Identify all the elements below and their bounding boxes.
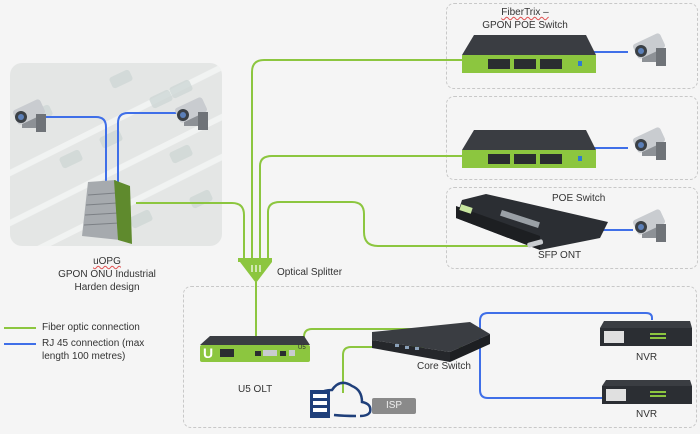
poe-switch-title: POE Switch <box>552 193 606 204</box>
fiber-line-isp-core <box>342 346 462 393</box>
sfp-ont-device <box>527 239 544 248</box>
sfp-ont-label: SFP ONT <box>538 250 582 261</box>
legend-rj45-swatch <box>4 343 36 345</box>
isp-badge: ISP <box>372 398 416 414</box>
legend-fiber-label: Fiber optic connection <box>42 322 140 333</box>
uopg-label-line1: uOPG <box>93 256 121 267</box>
olt-model-text: U5 <box>298 345 306 351</box>
rj45-line-camera-right <box>117 112 190 186</box>
server-icon <box>310 390 330 418</box>
second-switch-group <box>446 96 698 180</box>
onu-green-panel <box>114 180 132 244</box>
legend-rj45-label: RJ 45 connection (max length 100 metres) <box>42 337 144 363</box>
fiber-line-gpon-switch <box>251 59 462 258</box>
fiber-line-sfp-ont <box>267 201 528 258</box>
rj45-line-nvr-top <box>479 312 653 399</box>
core-switch-device <box>372 322 490 362</box>
nvr-bottom-label: NVR <box>636 409 658 420</box>
nvr-top-label: NVR <box>636 352 658 363</box>
optical-splitter-icon <box>238 258 272 283</box>
gpon-poe-switch-title-line2: GPON POE Switch <box>482 20 568 31</box>
olt-badge-text: U <box>203 345 214 361</box>
core-network-group <box>183 286 697 428</box>
second-poe-switch <box>462 130 596 168</box>
legend-rj45-label-line2: length 100 metres) <box>42 351 126 362</box>
fiber-line-onu <box>136 202 245 258</box>
uopg-label-line3: Harden design <box>74 282 140 293</box>
uopg-label: uOPG GPON ONU Industrial Harden design <box>42 255 172 294</box>
nvr-bottom-device <box>602 380 692 404</box>
legend-rj45-label-line1: RJ 45 connection (max <box>42 338 145 349</box>
rj45-line-camera-left <box>44 116 107 186</box>
core-switch-label: Core Switch <box>417 361 471 372</box>
fiber-line-second-switch <box>259 155 462 258</box>
uopg-label-line2: GPON ONU Industrial <box>58 269 156 280</box>
gpon-poe-switch-title: FiberTrix – GPON POE Switch <box>470 6 580 32</box>
legend-fiber-swatch <box>4 327 36 329</box>
poe-switch <box>456 194 608 250</box>
nvr-top-device <box>600 321 692 346</box>
u5-olt-device <box>200 336 310 362</box>
optical-splitter-label: Optical Splitter <box>277 267 343 278</box>
gpon-poe-switch-title-line1: FiberTrix – <box>501 7 549 18</box>
poe-switch-group <box>446 187 698 269</box>
gpon-poe-switch <box>462 35 596 73</box>
u5-olt-label: U5 OLT <box>238 384 273 395</box>
gpon-poe-switch-group <box>446 3 698 89</box>
